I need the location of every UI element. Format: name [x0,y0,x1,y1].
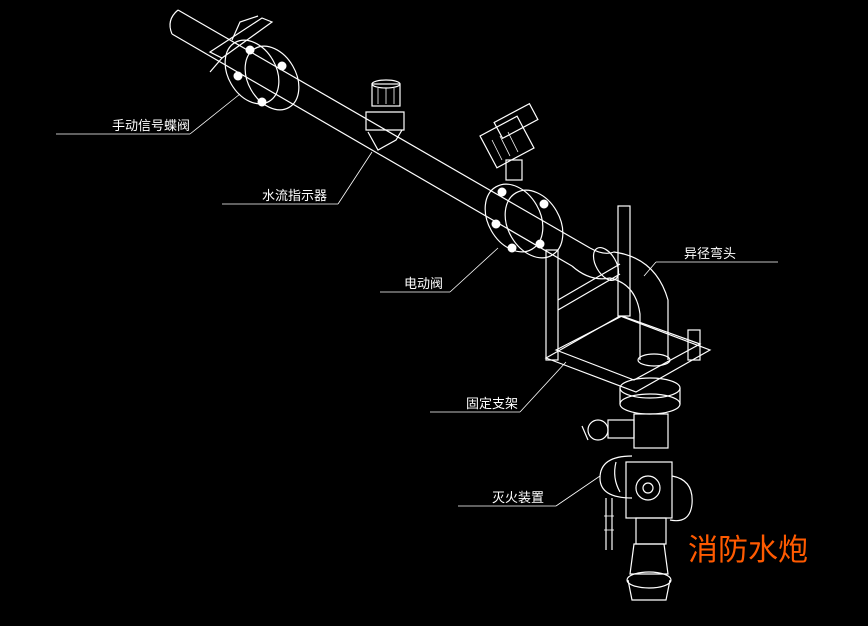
manual-butterfly-valve [208,15,300,111]
label-extinguisher: 灭火装置 [492,491,544,506]
fire-cannon [581,377,693,601]
label-flow-indicator: 水流指示器 [262,189,327,204]
label-reducing-elbow: 异径弯头 [684,246,736,262]
label-fixed-bracket: 固定支架 [466,397,518,412]
leader-lines [56,93,778,507]
label-butterfly-valve: 手动信号蝶阀 [112,119,190,134]
label-electric-valve: 电动阀 [404,277,443,292]
reducing-elbow [571,247,671,367]
water-flow-indicator [365,79,405,151]
fixed-bracket [544,205,712,393]
diagram-title: 消防水炮 [688,533,808,568]
main-pipe [169,9,591,267]
electric-valve [479,102,564,259]
